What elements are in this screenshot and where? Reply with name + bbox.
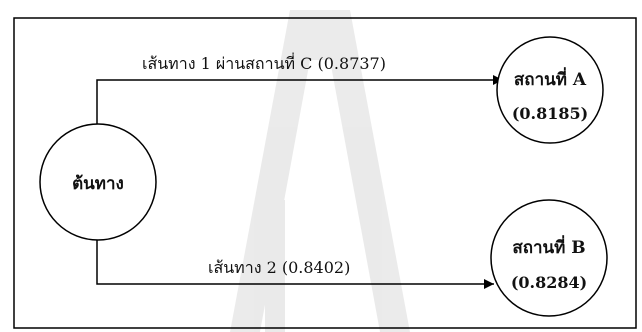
node-site-a-score: (0.8185): [511, 104, 589, 123]
edge-route-1-label: เส้นทาง 1 ผ่านสถานที่ C (0.8737): [142, 54, 386, 73]
node-site-a: [496, 36, 604, 144]
node-site-b-score: (0.8284): [510, 273, 588, 292]
node-origin-label: ต้นทาง: [72, 174, 124, 194]
edge-route-2-label: เส้นทาง 2 (0.8402): [208, 258, 351, 277]
diagram-frame: [13, 17, 637, 329]
edge-route-2: [96, 230, 494, 289]
node-origin: [39, 123, 157, 241]
node-site-b-label: สถานที่ B: [512, 238, 586, 258]
node-site-a-label: สถานที่ A: [513, 70, 587, 90]
node-site-b: [490, 199, 608, 317]
watermark-tower: [230, 10, 410, 332]
